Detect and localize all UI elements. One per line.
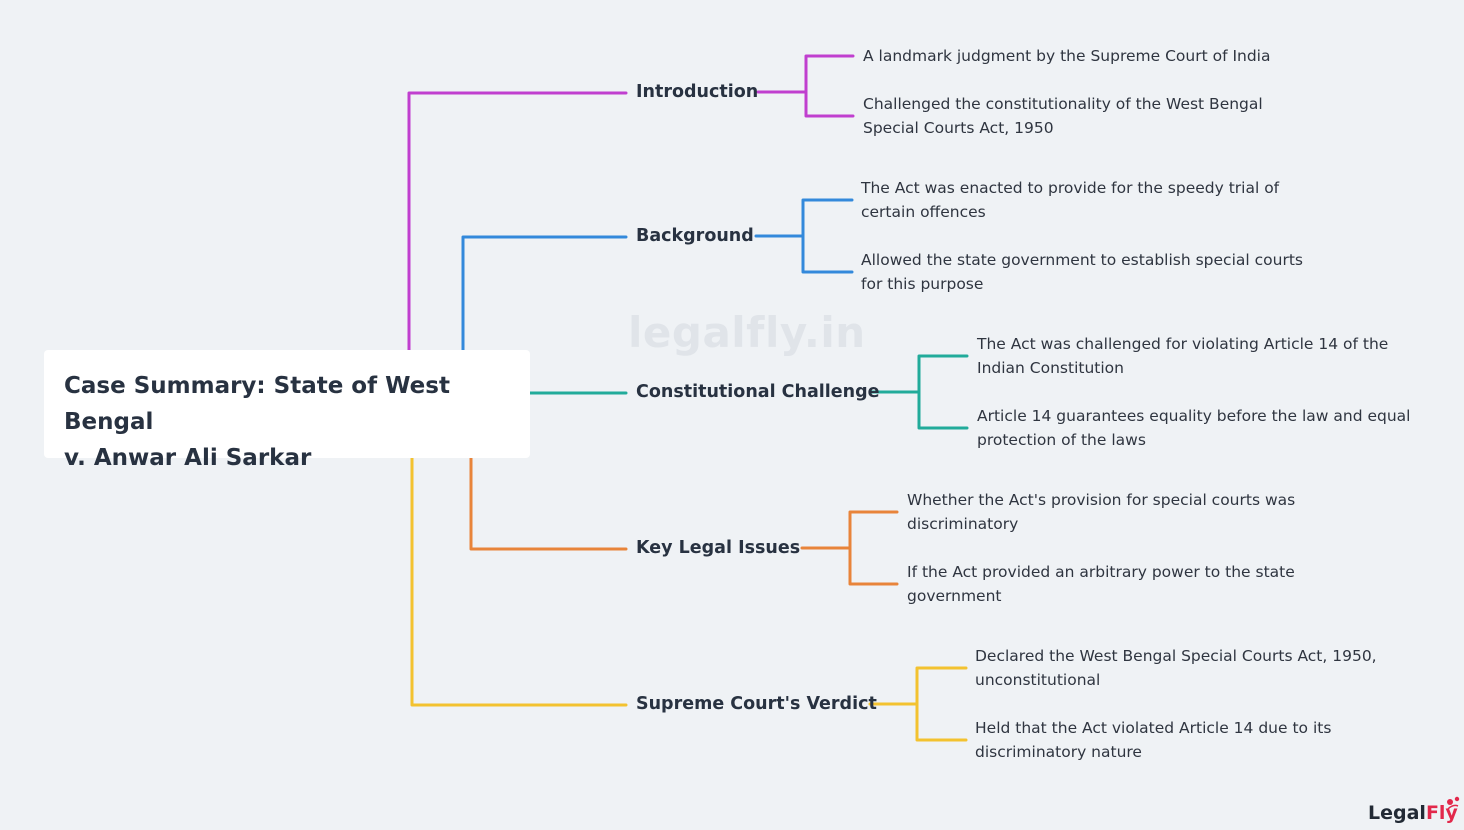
- fly-wings-icon: [1447, 796, 1460, 810]
- leaf-key-legal-issues-2[interactable]: If the Act provided an arbitrary power t…: [907, 560, 1295, 608]
- leaf-line: unconstitutional: [975, 671, 1101, 689]
- leaf-background-2[interactable]: Allowed the state government to establis…: [861, 248, 1303, 296]
- leaf-line: Challenged the constitutionality of the …: [863, 95, 1263, 113]
- leaf-line: Declared the West Bengal Special Courts …: [975, 647, 1377, 665]
- leaf-line: Held that the Act violated Article 14 du…: [975, 719, 1332, 737]
- branch-constitutional-challenge[interactable]: Constitutional Challenge: [636, 382, 880, 402]
- leaf-line: protection of the laws: [977, 431, 1146, 449]
- branch-key-legal-issues[interactable]: Key Legal Issues: [636, 538, 801, 558]
- leaf-line: Article 14 guarantees equality before th…: [977, 407, 1411, 425]
- leaf-line: The Act was enacted to provide for the s…: [861, 179, 1280, 197]
- leaf-line: The Act was challenged for violating Art…: [977, 335, 1389, 353]
- branch-background[interactable]: Background: [636, 226, 754, 246]
- leaf-line: certain offences: [861, 203, 986, 221]
- connector-introduction: [407, 54, 855, 352]
- leaf-line: A landmark judgment by the Supreme Court…: [863, 47, 1271, 65]
- leaf-line: discriminatory nature: [975, 743, 1142, 761]
- branch-introduction[interactable]: Introduction: [636, 82, 759, 102]
- leaf-line: discriminatory: [907, 515, 1019, 533]
- leaf-line: Allowed the state government to establis…: [861, 251, 1303, 269]
- leaf-constitutional-challenge-1[interactable]: The Act was challenged for violating Art…: [977, 332, 1388, 380]
- branch-supreme-courts-verdict[interactable]: Supreme Court's Verdict: [636, 694, 877, 714]
- leaf-background-1[interactable]: The Act was enacted to provide for the s…: [861, 176, 1279, 224]
- leaf-supreme-courts-verdict-1[interactable]: Declared the West Bengal Special Courts …: [975, 644, 1377, 692]
- leaf-constitutional-challenge-2[interactable]: Article 14 guarantees equality before th…: [977, 404, 1410, 452]
- leaf-line: If the Act provided an arbitrary power t…: [907, 563, 1295, 581]
- leaf-line: for this purpose: [861, 275, 984, 293]
- connector-key-legal-issues: [469, 456, 899, 586]
- leaf-key-legal-issues-1[interactable]: Whether the Act's provision for special …: [907, 488, 1295, 536]
- leaf-line: government: [907, 587, 1002, 605]
- root-node[interactable]: Case Summary: State of West Bengal v. An…: [44, 350, 530, 471]
- leaf-supreme-courts-verdict-2[interactable]: Held that the Act violated Article 14 du…: [975, 716, 1331, 764]
- leaf-line: Indian Constitution: [977, 359, 1124, 377]
- leaf-line: Whether the Act's provision for special …: [907, 491, 1296, 509]
- connector-background: [461, 198, 854, 352]
- connector-supreme-courts-verdict: [410, 456, 968, 742]
- watermark: legalfly.in: [628, 308, 866, 357]
- root-title-line-2: v. Anwar Ali Sarkar: [64, 445, 312, 471]
- logo-text-legal: Legal: [1368, 802, 1426, 824]
- connector-constitutional-challenge: [528, 354, 969, 430]
- leaf-introduction-1[interactable]: A landmark judgment by the Supreme Court…: [863, 44, 1271, 68]
- root-title-line-1: Case Summary: State of West Bengal: [64, 373, 450, 435]
- leaf-line: Special Courts Act, 1950: [863, 119, 1054, 137]
- leaf-introduction-2[interactable]: Challenged the constitutionality of the …: [863, 92, 1263, 140]
